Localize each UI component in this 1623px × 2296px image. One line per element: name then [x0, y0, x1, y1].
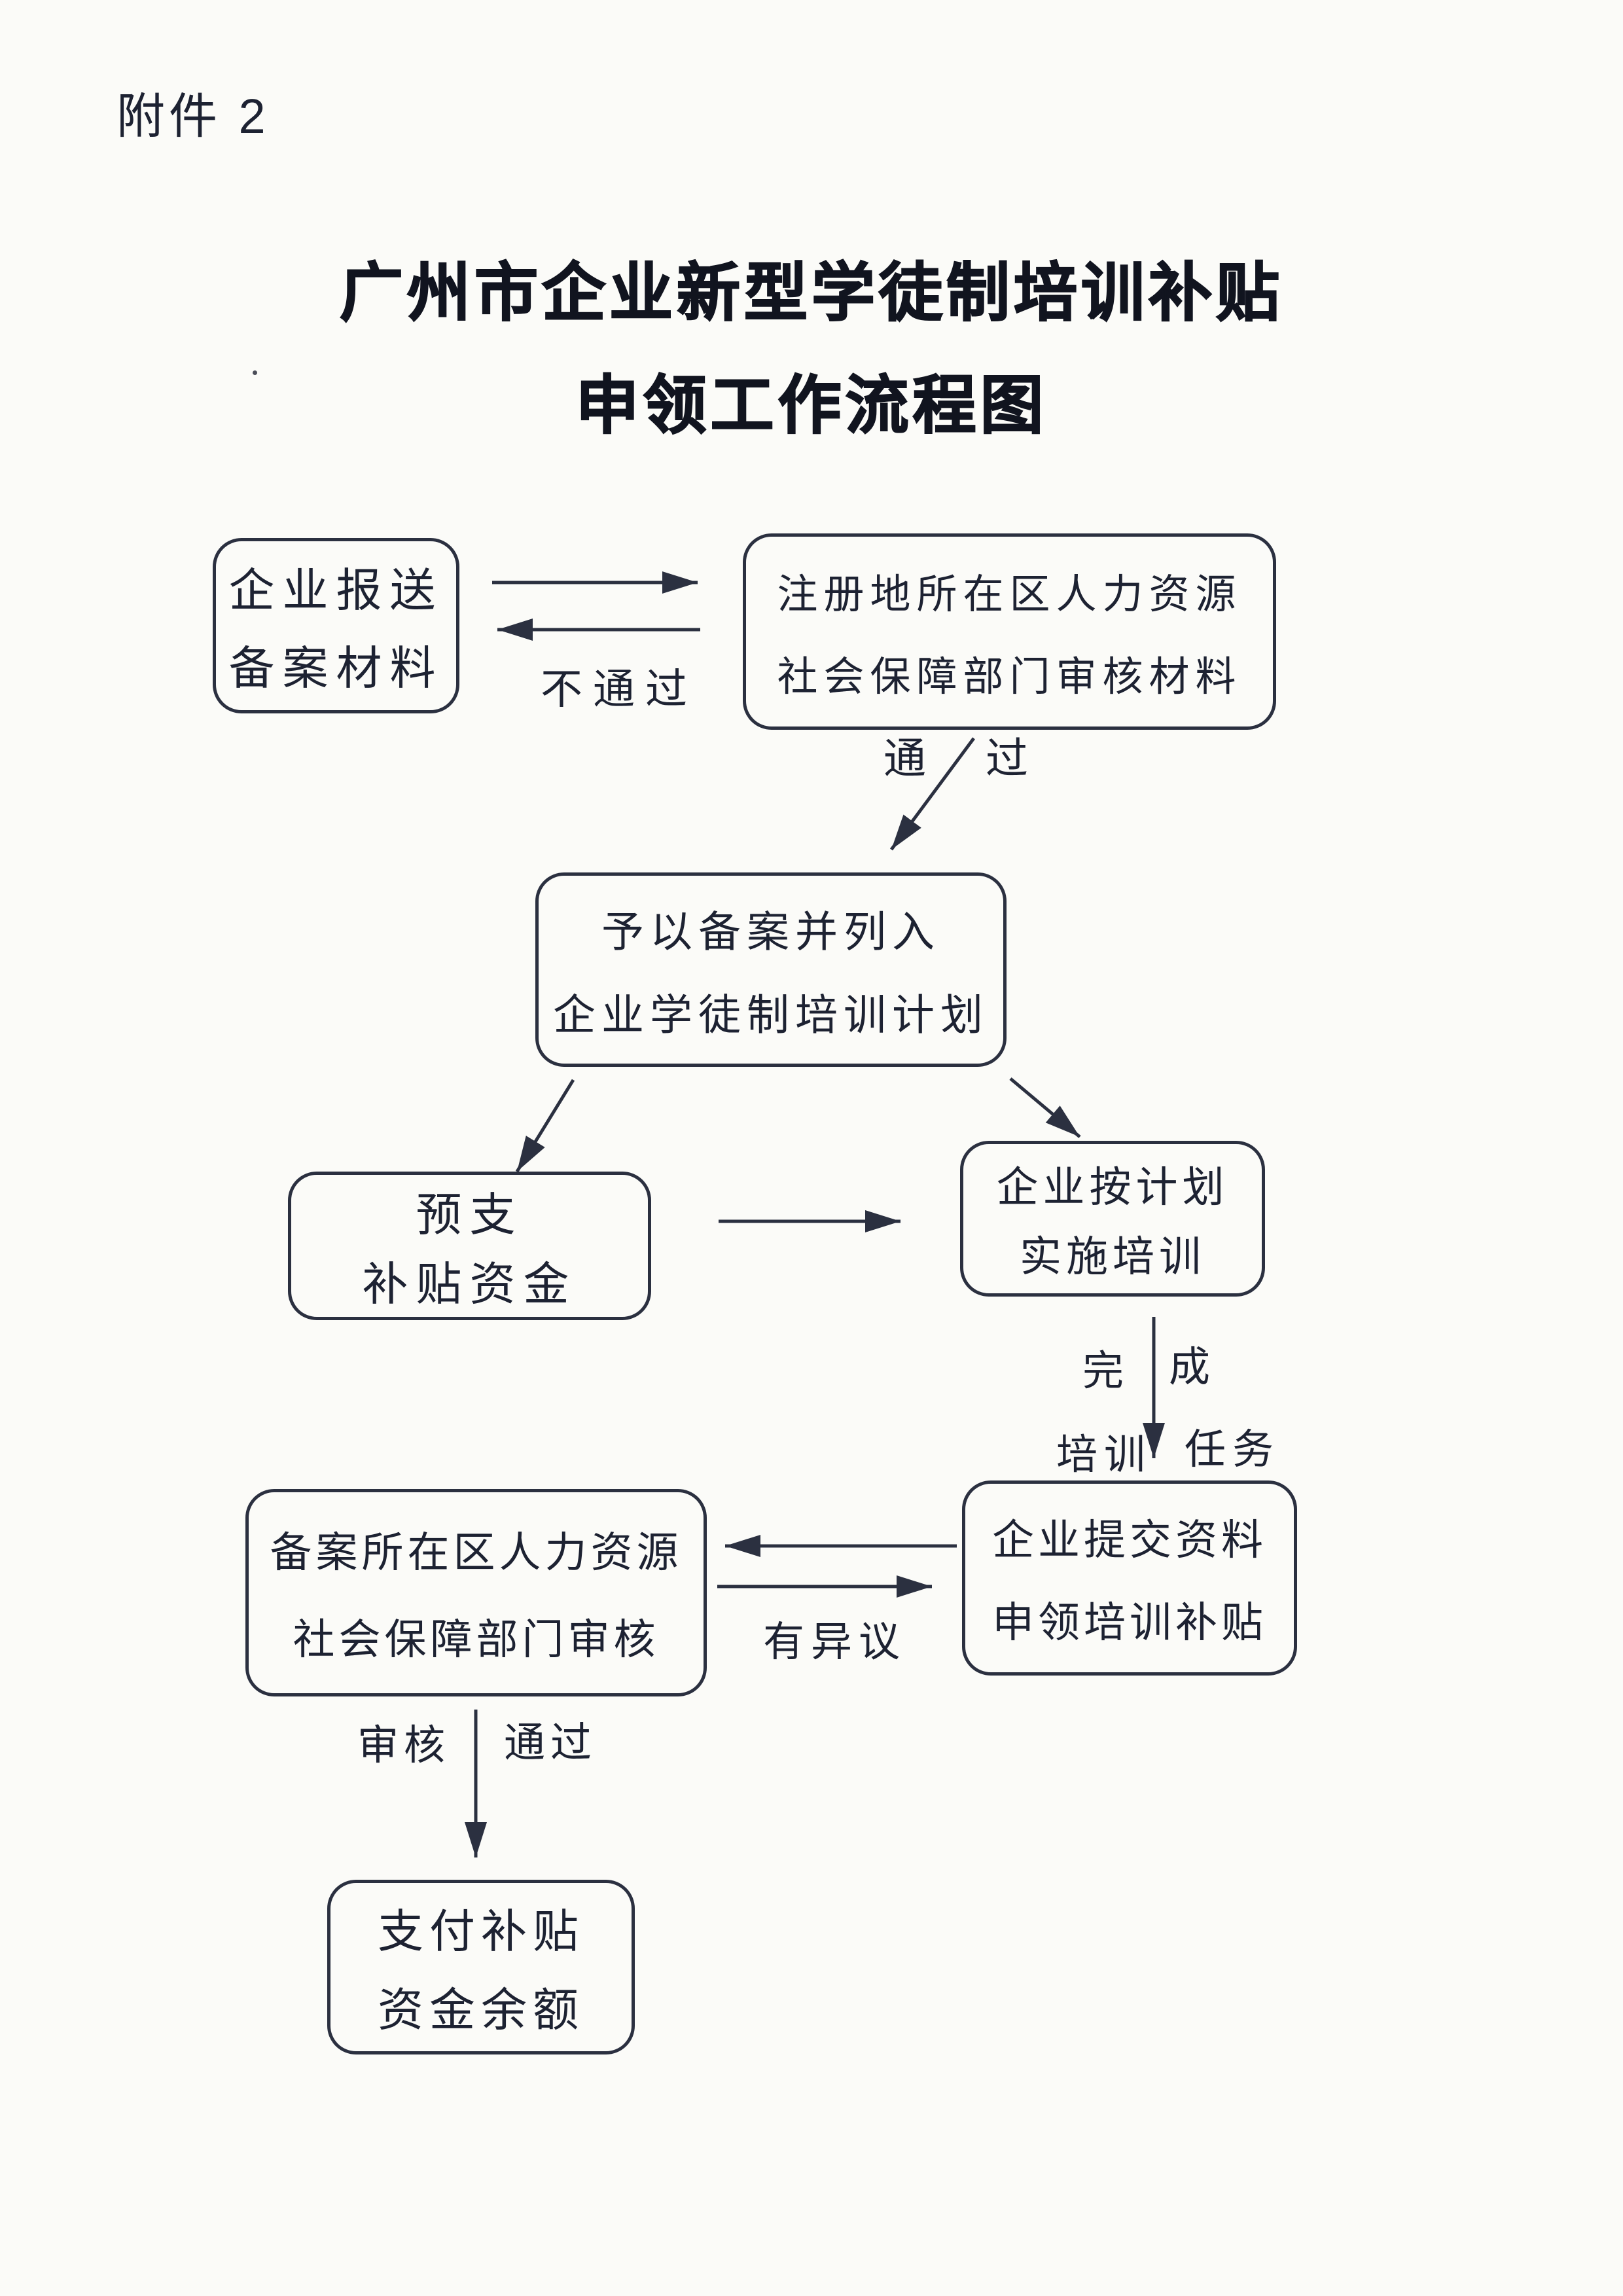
node-text-line: 补贴资金	[362, 1260, 577, 1310]
node-text-line: 支付补贴	[378, 1907, 584, 1958]
node-text-line: 资金余额	[378, 1985, 584, 2036]
node-text-line: 企业提交资料	[992, 1516, 1267, 1564]
node-text-line: 企业按计划	[996, 1164, 1229, 1211]
edge-label-objection: 有异议	[763, 1619, 906, 1665]
edge-label-pass-word: 通过	[504, 1720, 597, 1766]
node-text-line: 社会保障部门审核材料	[777, 655, 1242, 700]
flow-node-review: 注册地所在区人力资源 社会保障部门审核材料	[743, 533, 1276, 730]
edge-label-complete-word2: 任务	[1185, 1427, 1280, 1473]
flow-node-advance-funds: 预支 补贴资金	[288, 1172, 651, 1320]
edge-label-pass-char2: 过	[986, 736, 1029, 783]
edge-label-fail: 不通过	[541, 666, 698, 713]
flow-node-pay-balance: 支付补贴 资金余额	[327, 1880, 635, 2054]
flow-node-filing: 予以备案并列入 企业学徒制培训计划	[535, 872, 1007, 1067]
arrow-pass-to-filing	[889, 737, 976, 851]
page-title-line2: 申领工作流程图	[575, 370, 1048, 442]
edge-label-complete-char1: 完	[1082, 1348, 1124, 1394]
flow-node-apply-subsidy: 企业提交资料 申领培训补贴	[962, 1480, 1297, 1676]
arrow-filing-to-implement	[1009, 1077, 1081, 1138]
node-text-line: 备案材料	[228, 644, 444, 695]
edge-label-complete-char2: 成	[1169, 1344, 1210, 1390]
node-text-line: 社会保障部门审核	[293, 1617, 660, 1663]
node-text-line: 企业报送	[228, 565, 444, 617]
node-text-line: 申领培训补贴	[992, 1600, 1267, 1647]
node-text-line: 实施培训	[1020, 1234, 1205, 1281]
edge-label-complete-word1: 培训	[1056, 1432, 1152, 1478]
flow-node-report: 企业报送 备案材料	[213, 538, 459, 713]
scan-speck	[253, 370, 257, 375]
node-text-line: 予以备案并列入	[601, 909, 940, 956]
node-text-line: 企业学徒制培训计划	[552, 992, 989, 1039]
arrow-filing-to-advance	[515, 1079, 575, 1173]
node-text-line: 备案所在区人力资源	[270, 1530, 683, 1576]
node-text-line: 注册地所在区人力资源	[777, 572, 1242, 617]
flow-node-implement-training: 企业按计划 实施培训	[960, 1141, 1265, 1297]
node-text-line: 预支	[416, 1191, 524, 1241]
page-title-line1: 广州市企业新型学徒制培训补贴	[339, 258, 1283, 329]
edge-label-review-word: 审核	[357, 1723, 450, 1768]
flow-node-district-review: 备案所在区人力资源 社会保障部门审核	[245, 1489, 707, 1696]
edge-label-pass-char1: 通	[883, 736, 927, 783]
attachment-label: 附件 2	[116, 89, 270, 143]
